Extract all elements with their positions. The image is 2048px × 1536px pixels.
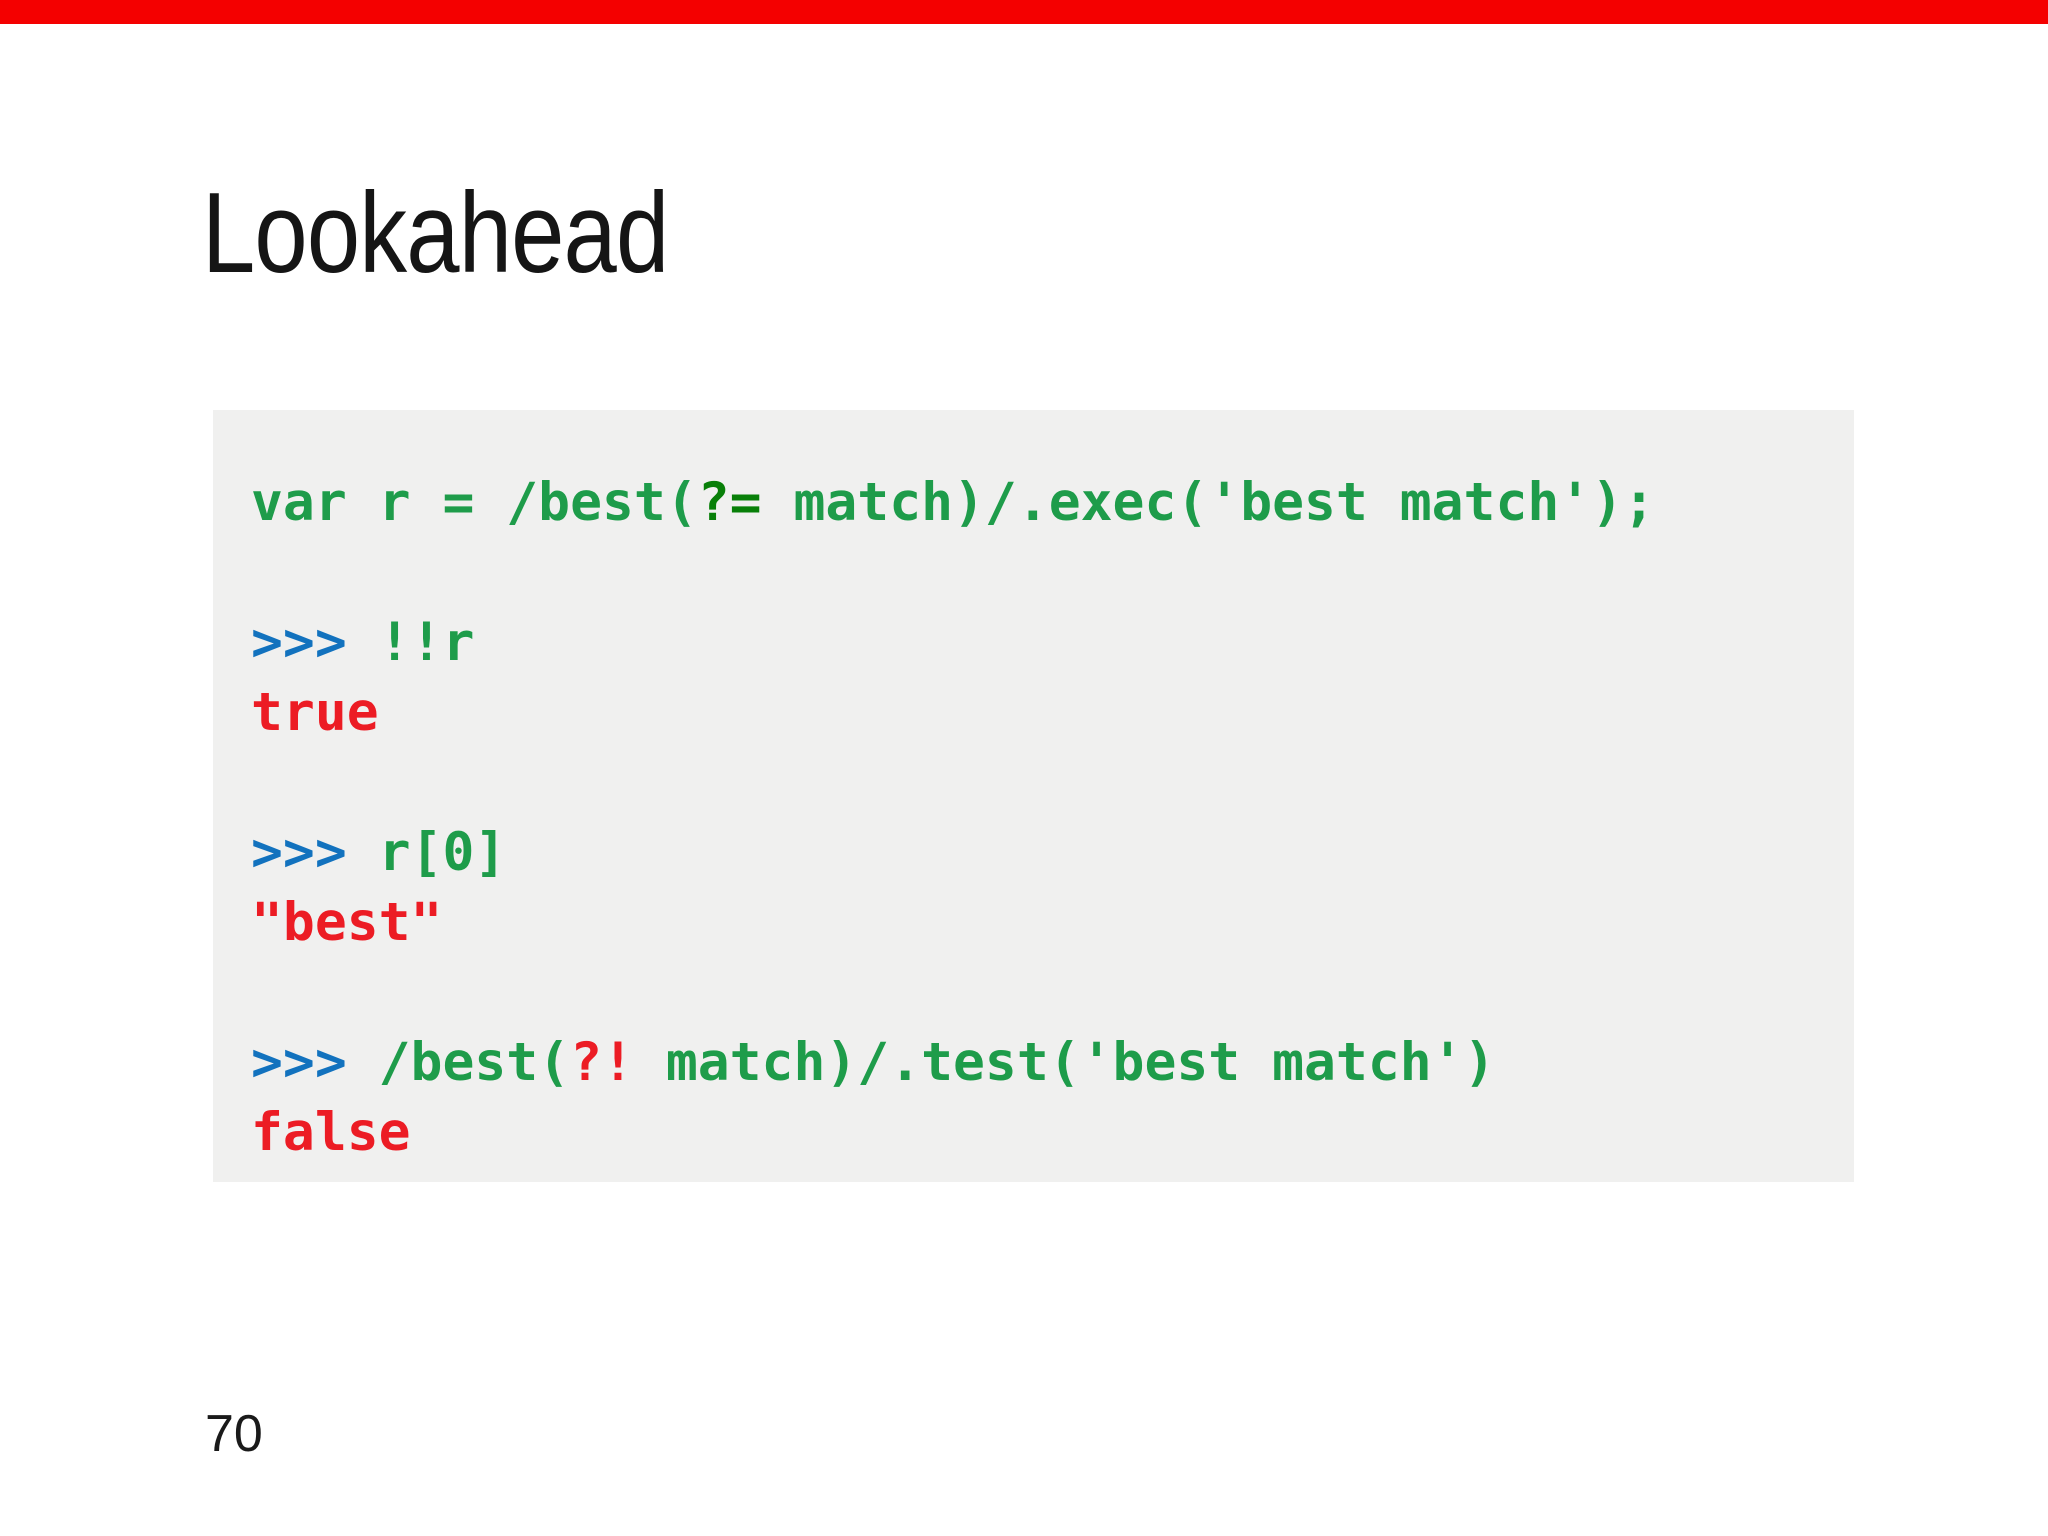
code-block: var r = /best(?= match)/.exec('best matc… [213,410,1854,1182]
code-segment: >>> [251,612,379,673]
code-segment: !!r [378,612,475,673]
code-segment: false [251,1102,411,1163]
code-segment: "best" [251,892,443,953]
code-segment: true [251,682,379,743]
top-accent-bar [0,0,2048,24]
code-line: false [251,1098,1824,1168]
code-segment: >>> [251,822,379,883]
code-segment: ?= [697,472,762,533]
code-line: "best" [251,888,1824,958]
code-segment: r[0] [378,822,507,883]
code-line: >>> /best(?! match)/.test('best match') [251,1028,1824,1098]
code-line [251,538,1824,608]
code-segment: var r = /best( [251,472,698,533]
page-number: 70 [205,1405,263,1463]
code-line: var r = /best(?= match)/.exec('best matc… [251,468,1824,538]
code-segment: /best( [378,1032,571,1093]
code-line [251,748,1824,818]
code-line: >>> !!r [251,608,1824,678]
code-line: >>> r[0] [251,818,1824,888]
code-segment: >>> [251,1032,379,1093]
slide-title: Lookahead [202,170,669,297]
code-segment: match)/.exec('best match'); [761,472,1656,533]
code-segment: ?! [570,1032,634,1093]
code-segment: match)/.test('best match') [633,1032,1496,1093]
code-line: true [251,678,1824,748]
code-line [251,958,1824,1028]
